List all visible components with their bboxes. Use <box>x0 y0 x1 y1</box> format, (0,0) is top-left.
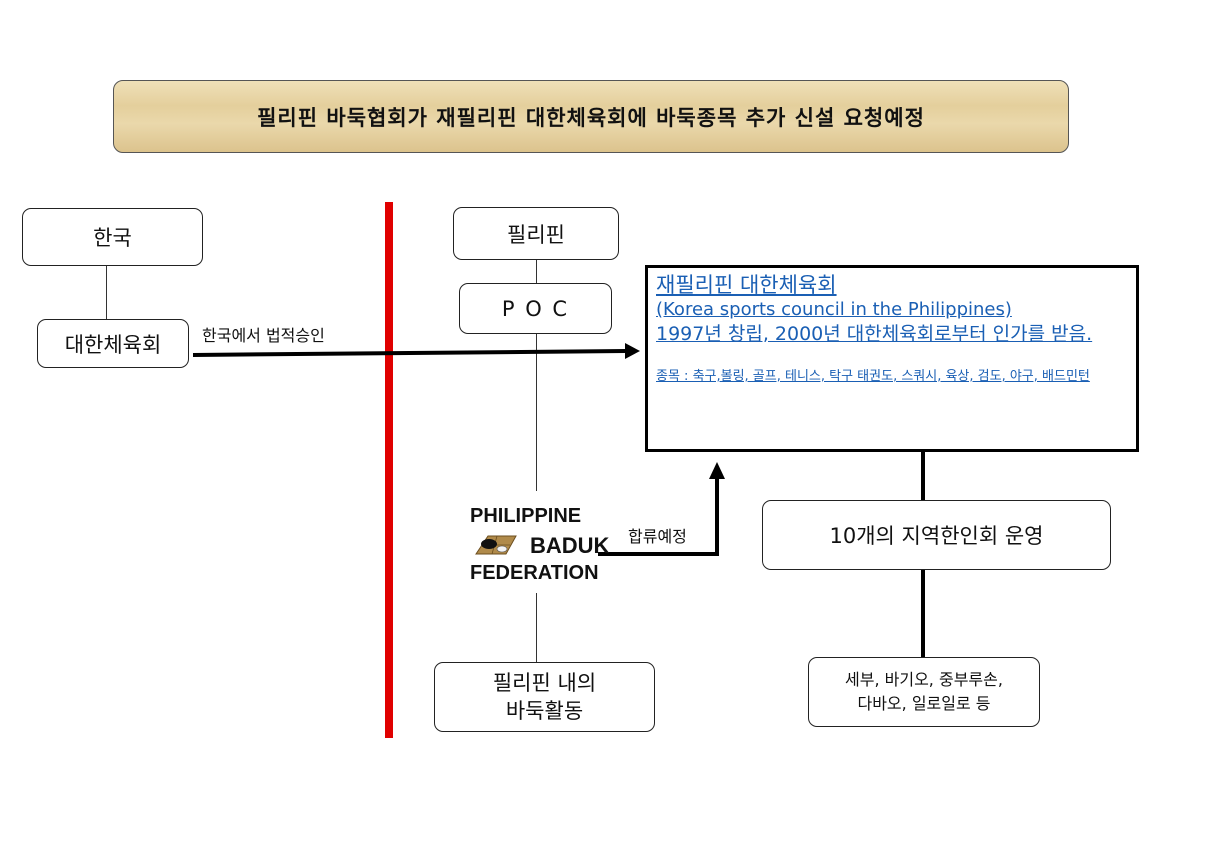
local-activity-line2: 바둑활동 <box>505 699 584 723</box>
federation-line3: FEDERATION <box>470 562 599 584</box>
regions-box: 세부, 바기오, 중부루손, 다바오, 일로일로 등 <box>808 657 1040 727</box>
federation-connector <box>536 593 537 662</box>
regional-associations-label: 10개의 지역한인회 운영 <box>829 524 1044 548</box>
local-activity-line1: 필리핀 내의 <box>492 671 597 695</box>
korean-council-label: 대한체육회 <box>64 332 162 357</box>
ksc-history[interactable]: 1997년 창립, 2000년 대한체육회로부터 인가를 받음. <box>656 323 1093 345</box>
philippines-connector <box>536 260 537 283</box>
federation-line2: BADUK <box>530 533 610 558</box>
title-banner: 필리핀 바둑협회가 재필리핀 대한체육회에 바둑종목 추가 신설 요청예정 <box>113 80 1069 153</box>
federation-line1: PHILIPPINE <box>470 505 582 527</box>
merge-arrow-head <box>709 462 725 479</box>
approval-arrow-head <box>625 343 640 359</box>
regional-connector <box>921 570 925 657</box>
korean-council-box: 대한체육회 <box>37 319 189 368</box>
approval-label: 한국에서 법적승인 <box>202 326 325 345</box>
merge-label: 합류예정 <box>628 527 687 546</box>
regional-associations-box: 10개의 지역한인회 운영 <box>762 500 1111 570</box>
go-board-icon <box>475 535 517 555</box>
baduk-federation-logo: PHILIPPINE BADUK FEDERATION <box>468 503 628 588</box>
regions-line2: 다바오, 일로일로 등 <box>857 694 991 713</box>
philippines-label: 필리핀 <box>507 222 565 247</box>
korea-box: 한국 <box>22 208 203 266</box>
local-activity-box: 필리핀 내의 바둑활동 <box>434 662 655 732</box>
korea-connector <box>106 266 107 319</box>
regions-line1: 세부, 바기오, 중부루손, <box>845 670 1003 689</box>
banner-title: 필리핀 바둑협회가 재필리핀 대한체육회에 바둑종목 추가 신설 요청예정 <box>257 105 925 130</box>
korea-label: 한국 <box>93 226 132 250</box>
poc-box: P O C <box>459 283 612 334</box>
ksc-philippines-box: 재필리핀 대한체육회 (Korea sports council in the … <box>645 265 1139 452</box>
ksc-sports-list[interactable]: 종목 : 축구,볼링, 골프, 테니스, 탁구 태권도, 스쿼시, 육상, 검도… <box>656 369 1090 384</box>
ksc-title[interactable]: 재필리핀 대한체육회 <box>656 273 837 297</box>
red-divider <box>385 202 393 738</box>
ksc-connector <box>921 452 925 500</box>
approval-arrow-shaft <box>192 349 627 357</box>
philippines-box: 필리핀 <box>453 207 619 260</box>
poc-connector <box>536 334 537 491</box>
ksc-english-name[interactable]: (Korea sports council in the Philippines… <box>656 299 1012 320</box>
poc-label: P O C <box>501 296 570 321</box>
merge-arrow-shaft <box>598 478 719 556</box>
